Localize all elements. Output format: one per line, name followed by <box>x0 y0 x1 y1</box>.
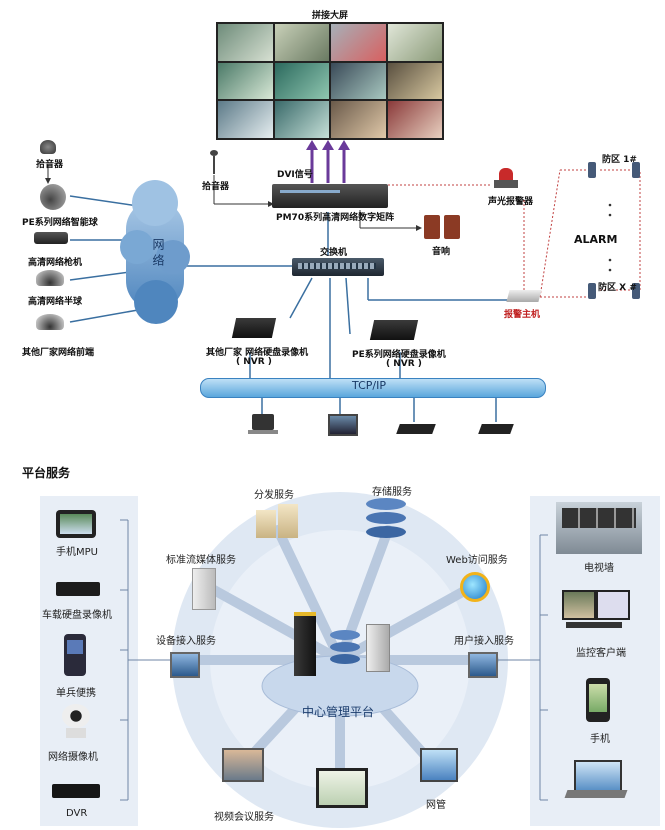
distribution-server-icon <box>256 504 300 538</box>
wall-tile <box>218 24 273 61</box>
central-server-icon <box>366 624 390 672</box>
monitoring-client-icon <box>562 590 632 632</box>
video-wall-room-icon <box>556 502 642 554</box>
right-device-label-1: 监控客户端 <box>576 648 626 659</box>
nvr-pe-label: PE系列网络硬盘录像机 <box>352 350 446 360</box>
nvr-other-label: 其他厂家 网络硬盘录像机 <box>206 348 309 358</box>
other-camera-icon <box>36 314 64 330</box>
central-storage-icon <box>330 630 360 666</box>
service-dist-label: 分发服务 <box>254 490 294 501</box>
laptop-base <box>248 430 278 434</box>
ptz-dome-camera-icon <box>40 184 66 210</box>
wall-tile <box>274 24 329 61</box>
zonex-sensor-left-icon <box>588 283 596 299</box>
left-device-label-4: DVR <box>66 808 88 819</box>
joystick-controller-icon <box>478 424 514 434</box>
dvr-icon <box>52 784 100 798</box>
video-conference-icon <box>222 748 264 782</box>
alarm-host-icon <box>506 290 542 302</box>
nvr-pe-sub: ( NVR ) <box>386 359 422 369</box>
speaker-label: 音响 <box>432 247 451 257</box>
service-netmgmt-label: 网管 <box>426 800 446 811</box>
zone1-sensor-right-icon <box>632 162 640 178</box>
wall-tile <box>218 101 273 138</box>
nvr-pe-icon <box>369 320 419 340</box>
alarm-light-label: 声光报警器 <box>488 197 534 207</box>
right-device-label-2: 手机 <box>590 734 610 745</box>
wall-tile <box>331 24 386 61</box>
video-wall <box>216 22 444 140</box>
mobile-mpu-icon <box>56 510 96 538</box>
bullet-camera-icon <box>34 232 68 244</box>
camera-bullet-label: 高清网络枪机 <box>28 258 83 268</box>
camera-dome-label: 高清网络半球 <box>28 297 83 307</box>
portable-unit-icon <box>64 634 86 676</box>
laptop-icon <box>252 414 274 430</box>
pickup-mic-icon <box>40 140 56 154</box>
laptop-client-icon <box>564 760 628 800</box>
nvr-other-icon <box>231 318 277 338</box>
keyboard-controller-icon <box>396 424 436 434</box>
alarm-light-icon <box>494 168 518 190</box>
zonex-label: 防区 X # <box>598 283 637 293</box>
wall-tile <box>331 101 386 138</box>
right-device-label-0: 电视墙 <box>584 563 614 574</box>
left-device-label-0: 手机MPU <box>56 547 98 558</box>
service-videoconf-label: 视频会议服务 <box>214 812 274 823</box>
left-device-label-2: 单兵便携 <box>56 688 96 699</box>
matrix-device <box>272 184 388 208</box>
wall-tile <box>387 101 442 138</box>
center-platform-label: 中心管理平台 <box>302 705 375 719</box>
central-server-rack-icon <box>294 612 316 676</box>
web-browser-icon <box>460 572 490 602</box>
alarm-text: ALARM <box>574 233 618 246</box>
alarm-host-label: 报警主机 <box>504 310 541 320</box>
service-user-label: 用户接入服务 <box>454 636 514 647</box>
service-storage-label: 存储服务 <box>372 487 412 498</box>
camera-ptz-label: PE系列网络智能球 <box>22 218 98 228</box>
mobile-phone-icon <box>586 678 610 722</box>
zonex-sensor-right-icon <box>632 283 640 299</box>
wall-tile <box>331 62 386 100</box>
wall-tile <box>274 62 329 100</box>
network-camera-icon <box>62 704 90 740</box>
service-web-label: Web访问服务 <box>446 555 508 566</box>
device-access-pc-icon <box>170 652 200 678</box>
left-device-label-3: 网络摄像机 <box>48 752 98 763</box>
matrix-led-strip <box>280 190 340 193</box>
wall-tile <box>387 62 442 100</box>
network-switch-icon <box>292 258 384 276</box>
mic-label: 拾音器 <box>202 182 230 192</box>
stream-server-icon <box>192 568 216 610</box>
cloud-label: 网 络 <box>151 238 165 266</box>
service-device-label: 设备接入服务 <box>156 636 216 647</box>
left-device-label-1: 车载硬盘录像机 <box>42 610 112 621</box>
video-wall-title: 拼接大屏 <box>312 11 349 21</box>
platform-section-title: 平台服务 <box>22 466 71 480</box>
switch-label: 交换机 <box>320 248 348 258</box>
mic-top-label: 拾音器 <box>36 160 64 170</box>
storage-server-icon <box>366 498 406 540</box>
user-access-pc-icon <box>468 652 498 678</box>
nvr-other-sub: ( NVR ) <box>236 357 272 367</box>
wall-tile <box>387 24 442 61</box>
monitor-icon <box>328 414 358 436</box>
wall-tile <box>274 101 329 138</box>
network-cloud <box>120 180 190 328</box>
service-stream-label: 标准流媒体服务 <box>166 555 236 566</box>
matrix-label: PM70系列高清网络数字矩阵 <box>276 213 395 223</box>
tcpip-label: TCP/IP <box>352 379 386 392</box>
zone1-sensor-left-icon <box>588 162 596 178</box>
vehicle-dvr-icon <box>56 582 100 596</box>
dome-camera-icon <box>36 270 64 286</box>
tcpip-bus <box>200 378 546 398</box>
zone1-label: 防区 1# <box>602 155 637 165</box>
netmgmt-pc-icon <box>420 748 458 782</box>
speaker-icon <box>424 215 460 239</box>
microphone-icon <box>210 150 218 174</box>
wall-tile <box>218 62 273 100</box>
dvi-signal-label: DVI信号 <box>277 170 313 180</box>
map-monitor-icon <box>316 768 368 808</box>
camera-other-label: 其他厂家网络前端 <box>22 348 95 358</box>
